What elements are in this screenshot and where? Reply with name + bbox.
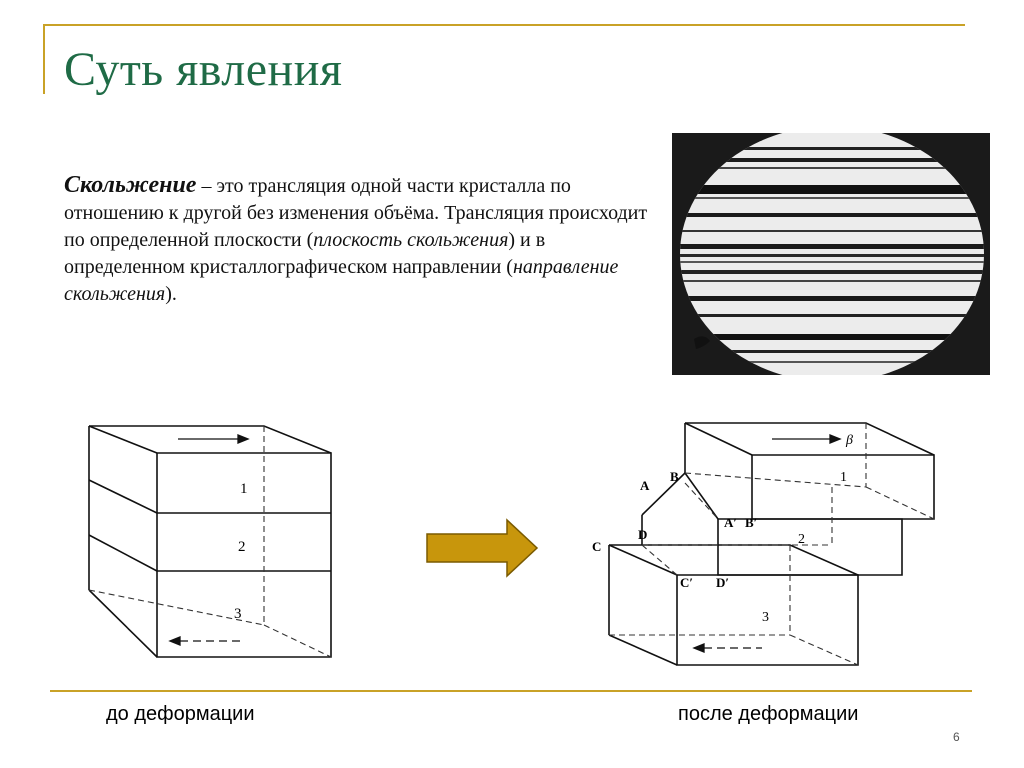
caption-before-deformation: до деформации [106, 703, 255, 725]
block-label-1: 1 [240, 481, 248, 497]
diagram-before-deformation: 1 2 3 [88, 425, 332, 658]
point-label-b-prime: B′ [745, 515, 757, 530]
bottom-rule [50, 690, 972, 692]
block-label-3: 3 [234, 606, 242, 622]
slip-direction-term: направление скольжения [64, 256, 619, 305]
block-2-front [717, 518, 903, 576]
page-number: 6 [953, 730, 960, 744]
slide-title: Суть явления [64, 43, 343, 96]
point-label-c: C [592, 539, 601, 554]
caption-after-deformation: после деформации [678, 703, 859, 725]
point-label-a-prime: A′ [724, 515, 737, 530]
transition-arrow-icon [426, 518, 539, 578]
block-label-3: 3 [762, 610, 769, 625]
point-label-a: A [640, 478, 650, 493]
block-1-front [751, 454, 935, 520]
point-label-d: D [638, 527, 647, 542]
top-rule [43, 24, 965, 26]
point-label-d-prime: D′ [716, 575, 729, 590]
slip-plane-term: плоскость скольжения [313, 229, 509, 251]
point-label-b: B [670, 469, 679, 484]
diagram-after-deformation: β 1 2 3 A B C D A′ B′ C′ D′ [592, 422, 935, 666]
point-label-c-prime: C′ [680, 575, 693, 590]
definition-paragraph: Скольжение – это трансляция одной части … [64, 172, 664, 308]
definition-text-3: ). [165, 283, 177, 305]
definition-text-1: – это трансляция одной части кристалла п… [64, 175, 648, 251]
block-label-1: 1 [840, 470, 847, 485]
block-label-2: 2 [238, 539, 246, 555]
definition-term: Скольжение [64, 172, 197, 198]
slip-direction-label: β [845, 433, 853, 448]
slip-bands-photo [672, 133, 990, 375]
left-rule [43, 24, 45, 94]
block-label-2: 2 [798, 532, 805, 547]
definition-text-2: ) и в определенном кристаллографическом … [64, 229, 546, 278]
